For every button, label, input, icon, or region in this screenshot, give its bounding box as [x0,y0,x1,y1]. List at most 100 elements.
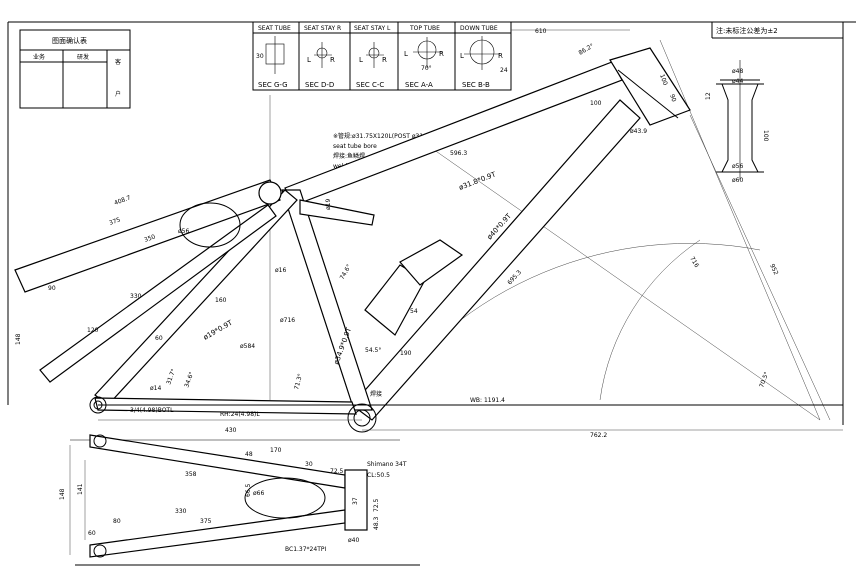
sec-hdr-top-tube: TOP TUBE [409,25,440,32]
cs-483: 48.3 [373,516,380,530]
head-tube-detail: ø48 ø44 100 12 ø56 ø60 [705,60,769,184]
sec-a-mark-l: L [404,50,408,58]
spec-note-1: ※管规:ø31.75X120L(POST ø31.6) [333,132,431,140]
sec-hdr-seat-tube: SEAT TUBE [258,25,291,32]
ang-346: 34.6° [183,371,195,389]
tt-dim-100: 100 [590,100,602,107]
sec-a-label: SEC A-A [405,81,433,89]
cs-d66: ø66 [253,490,264,497]
sec-a-angle: 70° [421,65,432,72]
sec-c-mark-r: R [382,56,387,64]
main-frame [14,39,843,433]
sec-d-label: SEC D-D [305,81,334,89]
cs-725b: 72.5 [373,498,380,512]
sec-g-label: SEC G-G [258,81,288,89]
ang-713: 71.3° [293,373,304,391]
cs-330: 330 [175,508,187,515]
cs-d40: ø40 [348,537,359,544]
ht-d48: ø48 [732,68,743,75]
ang-545: 54.5° [365,347,381,354]
len-430: 430 [225,427,237,434]
sec-b-label: SEC B-B [462,81,490,89]
cs-148: 148 [59,488,66,500]
d-16: ø16 [275,267,286,274]
cs-80: 80 [113,518,121,525]
d-14: ø14 [150,385,161,392]
d-19: ø19 [325,199,332,210]
approval-table: 图面确认表 业务 研发 客 户 [19,29,131,109]
ss-350: 350 [143,233,156,244]
sec-c-mark-l: L [359,56,363,64]
cs-141: 141 [77,483,84,495]
ang-746: 74.6° [339,263,353,281]
sec-hdr-seat-stay-r: SEAT STAY R [304,25,341,32]
cs-665: 66.5 [245,483,252,497]
sec-hdr-down-tube: DOWN TUBE [460,25,498,32]
approval-rd: 研发 [77,53,89,61]
ss-160: 160 [215,297,227,304]
sec-a-mark-r: R [439,50,444,58]
chainstay-detail: 170 358 330 375 80 148 141 60 48 30 72.5… [59,434,407,558]
ang-862: 86.2° [578,42,596,56]
cs-60: 60 [88,530,96,537]
bottom-bracket [347,403,377,433]
tt-spec: ø31.8*0.9T [458,170,498,192]
sec-d-mark-r: R [330,56,335,64]
cs-358: 358 [185,471,197,478]
ht-d44: ø44 [732,78,743,85]
approval-title: 图面确认表 [52,36,87,45]
spec-note-3: 焊接:鱼鳞焊 [333,152,365,160]
cs-37: 37 [352,497,359,505]
seat-stay-dims: 408.7 375 350 330 160 120 60 90 148 ø56 [15,194,227,345]
bb-190: 190 [400,350,412,357]
len-7622: 762.2 [590,432,607,439]
ss-375: 375 [108,216,121,227]
ht-length: 100 [762,130,769,142]
ang-317: 31.7° [165,368,177,386]
cs-375: 375 [200,518,212,525]
bc-thread: BC1.37*24TPI [285,546,326,553]
section-table: SEAT TUBE SEAT STAY R SEAT STAY L TOP TU… [252,21,512,91]
ht-side: 12 [705,92,712,100]
ss-90: 90 [48,285,56,292]
sec-d-mark-l: L [307,56,311,64]
dim-610: 610 [535,28,547,35]
dropout-l: 3/4(4.98)BOTL [130,407,174,414]
tolerance-note: 注:未标注公差为±2 [711,22,843,39]
dim-952: 952 [768,263,779,277]
ss-spec: ø19*0.9T [202,318,234,341]
note-text: 注:未标注公差为±2 [716,26,778,35]
ss-120: 120 [87,327,99,334]
ss-148: 148 [15,333,22,345]
sec-hdr-seat-stay-l: SEAT STAY L [354,25,391,32]
dim-6953: 695.3 [506,269,523,287]
cs-48: 48 [245,451,253,458]
d-584: ø584 [240,343,255,350]
chainline: CL:50.5 [367,472,390,479]
shimano: Shimano 34T [367,461,407,468]
cs-170: 170 [270,447,282,454]
ht-d56: ø56 [732,163,743,170]
ht-d60: ø60 [732,177,743,184]
ht-dim-100: 100 [658,73,669,86]
ss-60: 60 [155,335,163,342]
dim-5963: 596.3 [450,150,467,157]
dropout-r: RH:24(4.98)L [220,411,260,418]
d-439: ø43.9 [630,128,647,135]
approval-business: 业务 [33,53,45,61]
ss-330: 330 [130,293,142,300]
wheelbase: WB: 1191.4 [470,397,505,404]
d-716b: ø716 [280,317,295,324]
sec-b-dim: 24 [500,67,508,74]
sec-b-mark-r: R [498,52,503,60]
sec-g-dim: 30 [256,53,264,60]
spec-note-2: seat tube bore [333,143,377,150]
ht-dim-90: 90 [668,93,677,103]
sec-c-label: SEC C-C [356,81,384,89]
ss-4087: 408.7 [113,194,132,207]
bb-54: 54 [410,308,418,315]
d-56: ø56 [178,228,189,235]
cs-30: 30 [305,461,313,468]
approval-customer-b: 户 [115,90,121,98]
